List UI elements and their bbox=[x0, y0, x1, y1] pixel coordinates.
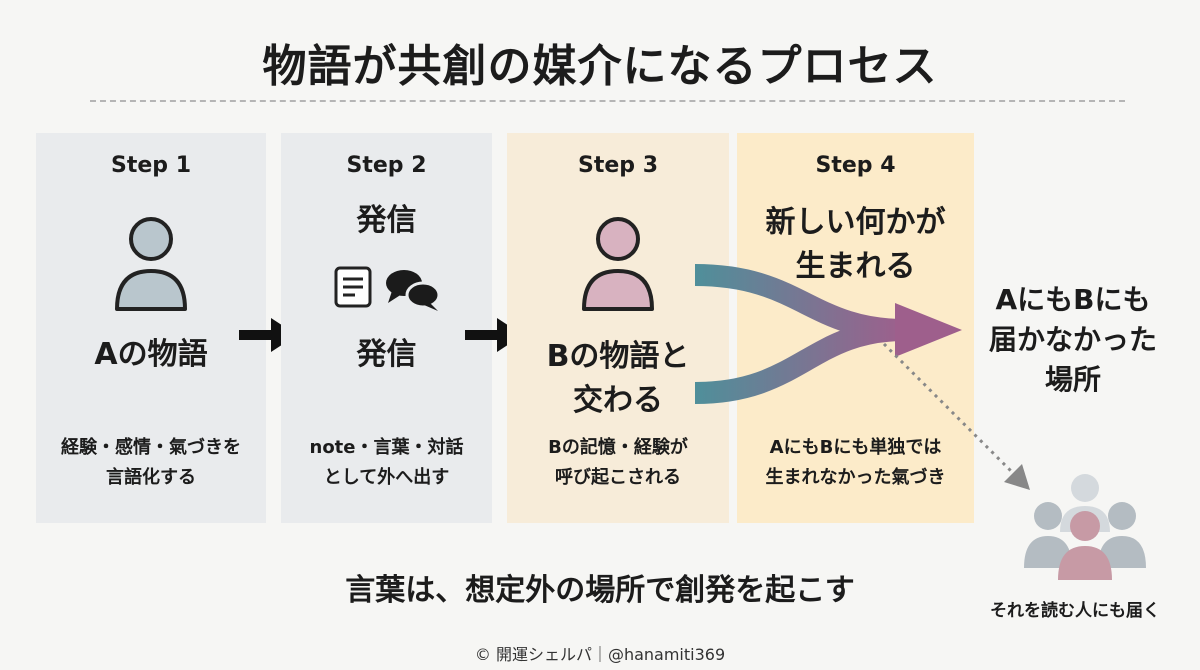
step-4-panel: Step 4 新しい何かが 生まれる AにもBにも単独では 生まれなかった氣づき bbox=[737, 133, 974, 523]
step-1-heading: Aの物語 bbox=[94, 337, 208, 372]
step-2-heading-top: 発信 bbox=[356, 203, 417, 238]
note-icon bbox=[334, 266, 372, 308]
slogan: 言葉は、想定外の場所で創発を起こす bbox=[345, 573, 855, 608]
person-b-icon bbox=[582, 217, 654, 311]
step-3-panel: Step 3 Bの物語と 交わる Bの記憶・経験が 呼び起こされる bbox=[507, 133, 729, 523]
dotted-branch-arrow bbox=[882, 342, 1030, 490]
step-1-description: 経験・感情・氣づきを 言語化する bbox=[61, 437, 241, 488]
reach-text: それを読む人にも届く bbox=[990, 601, 1160, 621]
page-title: 物語が共創の媒介になるプロセス bbox=[262, 41, 938, 92]
person-a-icon bbox=[115, 217, 187, 311]
title-divider bbox=[90, 100, 1125, 102]
step-2-heading: 発信 bbox=[356, 337, 417, 372]
step-2-description: note・言葉・対話 として外へ出す bbox=[309, 437, 464, 488]
credit: © 開運シェルパ｜@hanamiti369 bbox=[474, 645, 726, 664]
crowd-icon bbox=[1024, 474, 1146, 580]
step-1-label: Step 1 bbox=[111, 153, 191, 178]
step-4-description: AにもBにも単独では 生まれなかった氣づき bbox=[765, 437, 946, 488]
step-4-heading: 新しい何かが 生まれる bbox=[765, 205, 946, 284]
step-3-heading: Bの物語と 交わる bbox=[546, 339, 690, 418]
step-2-label: Step 2 bbox=[346, 153, 427, 178]
speech-bubbles-icon bbox=[386, 270, 441, 311]
step-3-label: Step 3 bbox=[578, 153, 658, 178]
step-4-label: Step 4 bbox=[815, 153, 896, 178]
step-3-description: Bの記憶・経験が 呼び起こされる bbox=[548, 437, 688, 488]
merge-arrow bbox=[694, 264, 962, 404]
result-text: AにもBにも 届かなかった 場所 bbox=[988, 283, 1157, 396]
step-1-panel: Step 1 Aの物語 経験・感情・氣づきを 言語化する bbox=[36, 133, 266, 523]
step-2-panel: Step 2 発信 発信 note・言葉・対話 として外へ出す bbox=[281, 133, 492, 523]
